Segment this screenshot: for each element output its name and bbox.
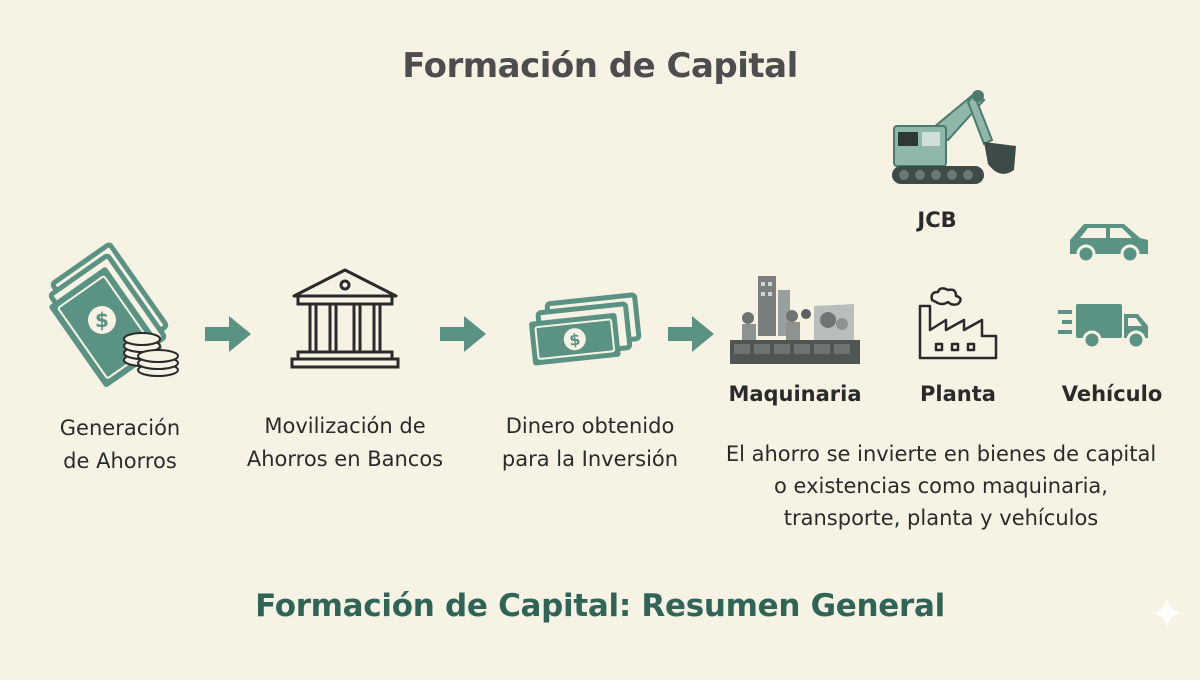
investment-description: El ahorro se invierte en bienes de capit… [706, 438, 1176, 534]
step-bank-line1: Movilización de [264, 414, 426, 438]
arrow-right-icon [205, 316, 251, 352]
excavator-icon [888, 84, 1028, 190]
step-savings-line1: Generación [59, 416, 181, 440]
arrow-right-icon [440, 316, 486, 352]
maquinaria-label: Maquinaria [728, 382, 862, 406]
machinery-image [730, 276, 860, 364]
step-money-line2: para la Inversión [501, 447, 679, 471]
svg-text:$: $ [568, 330, 581, 350]
sparkle-icon [1152, 598, 1182, 628]
arrow-right-icon [668, 316, 714, 352]
step-savings-line2: de Ahorros [63, 449, 177, 473]
banknotes-icon: $ [528, 292, 644, 366]
step-savings-label: Generación de Ahorros [30, 412, 210, 478]
step-bank-label: Movilización de Ahorros en Bancos [230, 410, 460, 476]
money-stack-coins-icon: $ [48, 232, 190, 388]
step-bank-line2: Ahorros en Bancos [246, 447, 444, 471]
step-money-label: Dinero obtenido para la Inversión [480, 410, 700, 476]
planta-label: Planta [920, 382, 996, 406]
step-money-line1: Dinero obtenido [505, 414, 675, 438]
page-title: Formación de Capital [402, 46, 798, 86]
description-line1: El ahorro se invierte en bienes de capit… [725, 442, 1157, 466]
bank-icon [290, 266, 400, 370]
jcb-label: JCB [917, 208, 957, 232]
car-icon [1066, 220, 1152, 264]
description-line3: transporte, planta y vehículos [783, 506, 1099, 530]
svg-text:$: $ [95, 308, 109, 332]
truck-icon [1058, 300, 1150, 352]
summary-title: Formación de Capital: Resumen General [255, 588, 945, 624]
description-line2: o existencias como maquinaria, [774, 474, 1108, 498]
factory-icon [916, 286, 1000, 364]
vehiculo-label: Vehículo [1061, 382, 1163, 406]
